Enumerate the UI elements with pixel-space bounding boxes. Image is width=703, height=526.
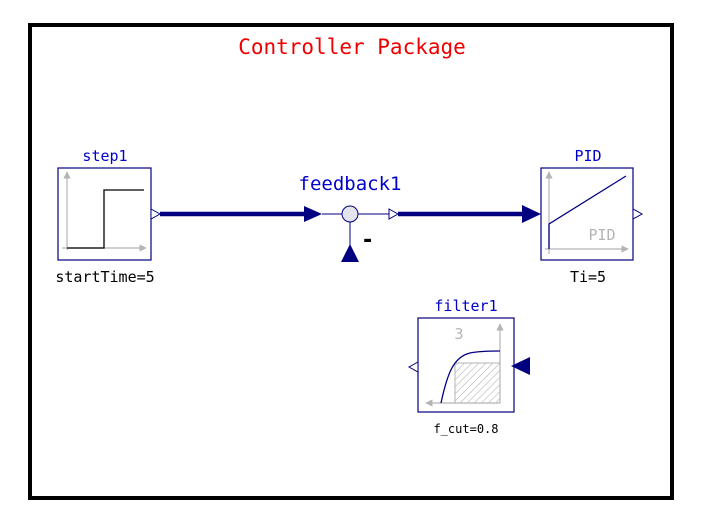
step1-name-label: step1 [82, 147, 127, 165]
filter1-order-label: 3 [454, 325, 463, 343]
connection-step1-feedback1[interactable] [160, 206, 322, 222]
feedback1-name-label: feedback1 [299, 173, 402, 195]
filter1-input-port[interactable] [511, 357, 530, 375]
package-title: Controller Package [238, 35, 466, 59]
pid-param-label: Ti=5 [570, 268, 606, 286]
filter-response-icon [425, 323, 504, 407]
feedback1-block[interactable]: feedback1 - [299, 173, 402, 262]
step1-block[interactable]: step1 startTime=5 [55, 147, 162, 286]
pid-name-label: PID [574, 147, 601, 165]
filter1-output-port[interactable] [407, 361, 419, 373]
feedback1-minus-sign: - [361, 228, 374, 253]
filter1-block[interactable]: filter1 3 f_cut=0.8 [407, 297, 530, 436]
step-curve-icon [62, 171, 147, 252]
pid-box [540, 167, 634, 261]
step1-output-port[interactable] [150, 208, 162, 220]
connection-feedback1-pid[interactable] [398, 205, 541, 223]
step1-param-label: startTime=5 [55, 268, 154, 286]
pid-output-port[interactable] [632, 208, 644, 220]
pid-icon-label: PID [588, 226, 615, 244]
feedback1-output-port[interactable] [388, 208, 400, 220]
filter1-name-label: filter1 [434, 297, 497, 315]
pid-response-icon [545, 171, 629, 254]
filter1-param-label: f_cut=0.8 [433, 422, 498, 436]
pid-block[interactable]: PID PID Ti=5 [540, 147, 644, 286]
feedback1-sum-circle [341, 205, 359, 223]
feedback1-feedback-port[interactable] [341, 244, 359, 262]
